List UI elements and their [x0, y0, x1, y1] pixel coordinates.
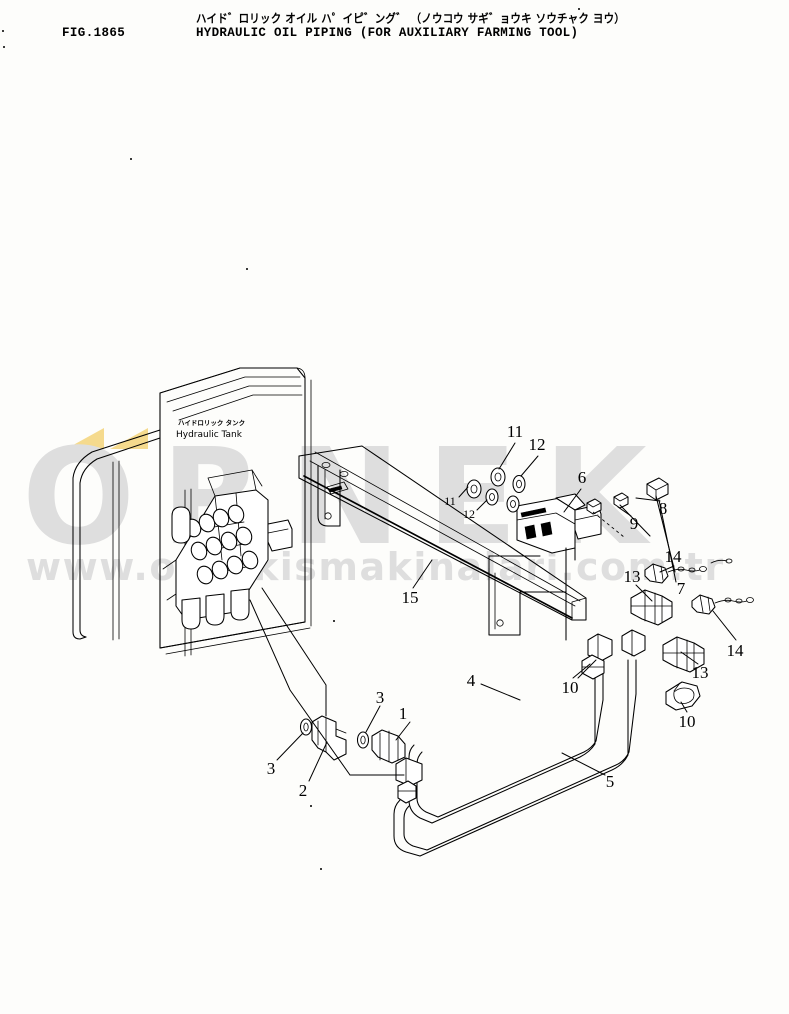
page-header: FIG.1865 ハイド゛ロリック オイル ハ゜イピ゛ング゛ （ノウコウ サギ゛… [0, 0, 789, 60]
scan-speck [2, 30, 4, 32]
callout-12: 12 [529, 435, 546, 454]
scan-speck [320, 868, 322, 870]
support-beam [298, 445, 587, 636]
tank-label-kana: ハイドロリック タンク [178, 418, 245, 427]
callout-5: 5 [606, 772, 615, 791]
bolts-group [586, 477, 676, 573]
callout-12-small: 12 [463, 507, 475, 521]
scan-speck [333, 620, 335, 622]
callout-numbers: 1 2 3 3 4 5 6 7 8 9 10 10 11 12 11 12 13… [267, 422, 744, 800]
fittings-right-side [581, 558, 754, 711]
callout-11-small: 11 [444, 494, 456, 508]
callout-15: 15 [402, 588, 419, 607]
callout-9: 9 [630, 514, 639, 533]
callout-10: 10 [679, 712, 696, 731]
title-english: HYDRAULIC OIL PIPING (FOR AUXILIARY FARM… [196, 26, 579, 40]
control-valve-assembly [162, 469, 293, 630]
callout-3: 3 [267, 759, 276, 778]
callout-14: 14 [727, 641, 745, 660]
title-kana: ハイド゛ロリック オイル ハ゜イピ゛ング゛ （ノウコウ サギ゛ョウキ ソウチャク… [196, 12, 625, 26]
hydraulic-pipes [393, 659, 637, 857]
callout-6: 6 [578, 468, 587, 487]
callout-2: 2 [299, 781, 308, 800]
callout-13: 13 [624, 567, 641, 586]
callout-1: 1 [399, 704, 408, 723]
callout-11: 11 [507, 422, 523, 441]
tank-label: ハイドロリック タンク Hydraulic Tank [176, 418, 245, 440]
callout-3: 3 [376, 688, 385, 707]
scan-speck [310, 805, 312, 807]
mount-bracket-assembly [516, 493, 602, 641]
scan-speck [130, 158, 132, 160]
figure-number: FIG.1865 [62, 26, 126, 40]
leader-lines [249, 442, 737, 782]
hardware-washers [466, 467, 526, 513]
callout-4: 4 [467, 671, 476, 690]
callout-14: 14 [665, 547, 683, 566]
callout-8: 8 [659, 499, 668, 518]
callout-13: 13 [692, 663, 709, 682]
scan-speck [3, 46, 5, 48]
scan-speck [578, 8, 580, 10]
callout-10: 10 [562, 678, 579, 697]
tank-label-english: Hydraulic Tank [176, 430, 243, 440]
callout-7: 7 [677, 579, 686, 598]
scan-speck [246, 268, 248, 270]
